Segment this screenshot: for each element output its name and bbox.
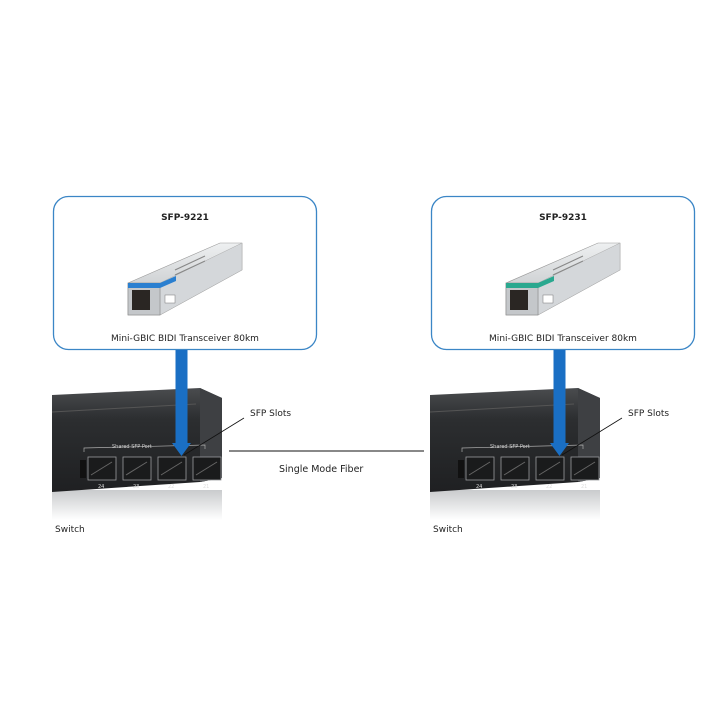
sfp-slots-label: SFP Slots	[628, 409, 669, 419]
port-cage	[160, 461, 183, 476]
accent-latch	[128, 283, 160, 288]
callout-line	[183, 417, 245, 456]
model-description: Mini-GBIC BIDI Transceiver 80km	[489, 334, 637, 344]
panel-2: Shared SFP Port 24 23 22 21 SFP-9231Mini-GBIC…	[429, 195, 696, 535]
port-cage	[503, 461, 526, 476]
model-name: SFP-9231	[539, 213, 587, 223]
port-connector	[80, 460, 86, 478]
port-cage	[125, 461, 148, 476]
port-number: 23	[511, 484, 517, 490]
fiber-link: Single Mode Fiber	[229, 450, 424, 475]
port-group-bracket	[461, 444, 584, 452]
model-name: SFP-9221	[161, 213, 209, 223]
port-cage	[90, 461, 113, 476]
port-cage	[468, 461, 491, 476]
switch-label: Switch	[55, 525, 85, 535]
switch-label: Switch	[433, 525, 463, 535]
port-number: 24	[98, 484, 104, 490]
panel-1: Shared SFP Port 24 23 22 21 SFP-9221Mini-GBIC…	[51, 195, 318, 535]
transceiver-image	[505, 242, 621, 316]
model-description: Mini-GBIC BIDI Transceiver 80km	[111, 334, 259, 344]
switch-edge	[429, 403, 575, 413]
port-group-label: Shared SFP Port	[490, 444, 530, 450]
port-connector	[458, 460, 464, 478]
port-number: 22	[546, 484, 552, 490]
port-number: 23	[133, 484, 139, 490]
sfp-slots-label: SFP Slots	[250, 409, 291, 419]
callout-line	[561, 417, 623, 456]
switch-device: Shared SFP Port 24 23 22 21	[51, 388, 222, 520]
insert-arrow-icon	[172, 350, 191, 456]
fiber-label: Single Mode Fiber	[279, 464, 363, 475]
transceiver-image	[127, 242, 243, 316]
port-number: 21	[203, 484, 209, 490]
port-number: 22	[168, 484, 174, 490]
insert-arrow-icon	[550, 350, 569, 456]
accent-latch	[506, 283, 538, 288]
port-group-label: Shared SFP Port	[112, 444, 152, 450]
port-cage	[195, 461, 218, 476]
port-cage	[538, 461, 561, 476]
port-group-bracket	[83, 444, 206, 452]
port-cage	[573, 461, 596, 476]
port-number: 24	[476, 484, 482, 490]
switch-device: Shared SFP Port 24 23 22 21	[429, 388, 600, 520]
port-number: 21	[581, 484, 587, 490]
switch-reflection	[430, 490, 600, 520]
switch-edge	[51, 403, 197, 413]
switch-reflection	[52, 490, 222, 520]
